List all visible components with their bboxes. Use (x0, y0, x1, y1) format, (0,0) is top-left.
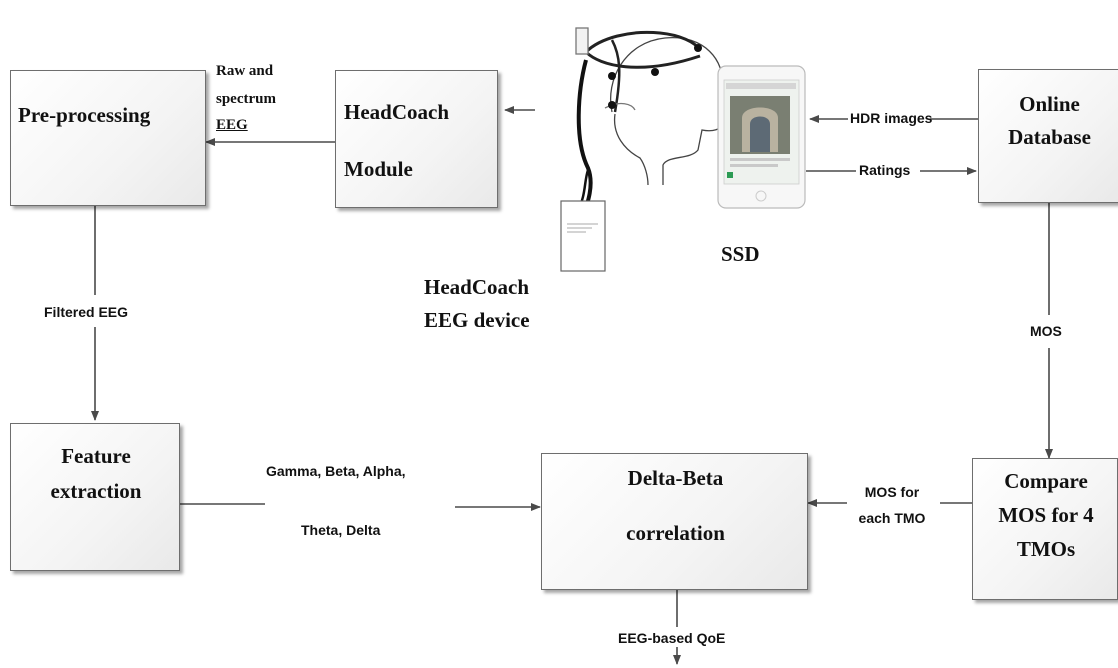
mos-each-tmo-label-1: MOS for (864, 484, 920, 500)
device-box (560, 200, 606, 272)
smartphone-illustration (717, 65, 806, 209)
feature-extraction-label-1: Feature (61, 444, 131, 468)
preprocessing-label: Pre-processing (18, 103, 151, 127)
online-database-label-1: Online (1019, 92, 1080, 116)
raw-spectrum-label-2: spectrum (216, 91, 276, 107)
mos-label: MOS (1030, 323, 1062, 339)
online-database-box: Online Database (978, 69, 1118, 203)
compare-mos-label-1: Compare (1004, 469, 1088, 493)
feature-extraction-label-2: extraction (50, 479, 142, 503)
mos-each-tmo-label-2: each TMO (858, 510, 926, 526)
filtered-eeg-label: Filtered EEG (44, 304, 129, 320)
frequency-bands-label-2: Theta, Delta (301, 522, 381, 538)
headcoach-module-label-1: HeadCoach (344, 100, 449, 124)
electrode-dots (608, 44, 702, 109)
preprocessing-box: Pre-processing (10, 70, 206, 206)
hdr-images-label: HDR images (850, 110, 933, 126)
eeg-based-qoe-label: EEG-based QoE (618, 630, 726, 646)
compare-mos-box: Compare MOS for 4 TMOs (972, 458, 1118, 600)
ratings-label: Ratings (859, 162, 911, 178)
delta-beta-correlation-box: Delta-Beta correlation (541, 453, 808, 590)
headcoach-module-label-2: Module (344, 157, 413, 181)
headcoach-device-label-2: EEG device (424, 308, 530, 332)
delta-beta-label-2: correlation (626, 521, 725, 545)
raw-spectrum-label-3: EEG (216, 117, 248, 133)
headcoach-module-box: HeadCoach Module (335, 70, 498, 208)
ssd-label: SSD (721, 242, 760, 266)
headcoach-device-label-1: HeadCoach (424, 275, 529, 299)
compare-mos-label-2: MOS for 4 (998, 503, 1094, 527)
frequency-bands-label-1: Gamma, Beta, Alpha, (266, 463, 406, 479)
raw-spectrum-label-1: Raw and (216, 63, 274, 79)
compare-mos-label-3: TMOs (1016, 537, 1076, 561)
online-database-label-2: Database (1008, 125, 1091, 149)
feature-extraction-box: Feature extraction (10, 423, 180, 571)
delta-beta-label-1: Delta-Beta (627, 466, 724, 490)
